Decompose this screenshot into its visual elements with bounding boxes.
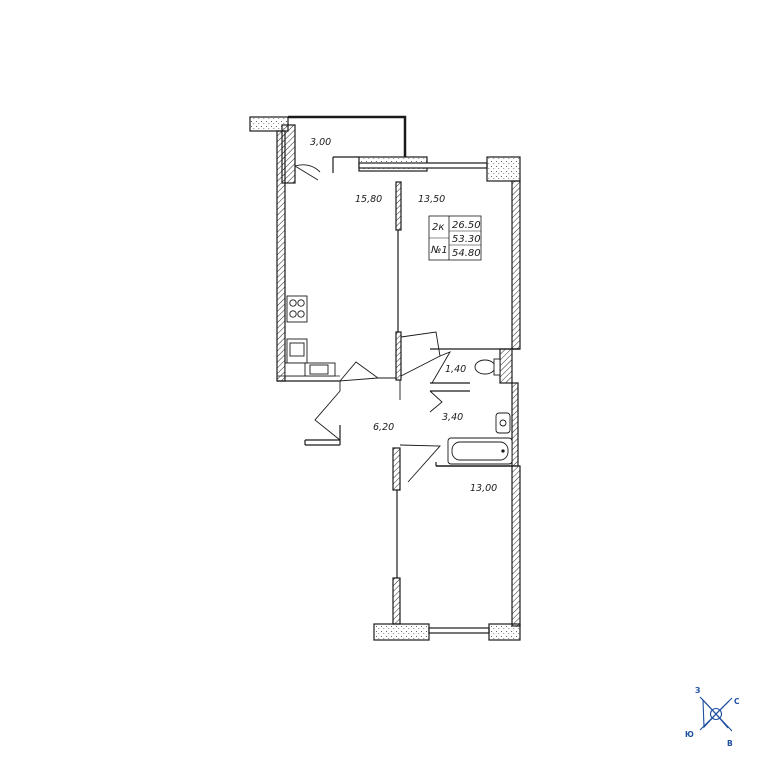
door-kitchen [338,361,380,382]
room-area-bedroom-north: 13,50 [418,194,445,205]
room-area-kitchen: 15,80 [355,194,382,205]
summary-number: №1 [430,245,448,256]
balcony-slab [249,116,289,132]
window-top-glass [358,162,488,169]
door-bedroom-north [400,331,441,377]
window-bottom-glass [428,627,490,634]
compass-east-label: С [734,697,740,706]
kitchen-counter [284,362,336,377]
room-labels: 3,00 15,80 13,50 1,40 6,20 3,40 13,00 [310,137,497,494]
summary-rooms-code: 2к [432,222,444,233]
bathroom-sink [495,412,511,434]
window-top-pier-2 [486,156,521,182]
door-bedroom-south [399,444,441,483]
wall-bedroom-south-left [392,447,401,491]
wall-right-upper [511,180,521,350]
wall-left-kitchen [276,130,286,382]
summary-total-with-balcony: 54.80 [452,248,481,259]
room-area-bedroom-south: 13,00 [470,483,497,494]
room-area-bathroom: 3,40 [442,412,463,423]
door-entrance [314,390,341,441]
summary-living-area: 26.50 [452,220,481,231]
wall-kitchen-bedroom [395,181,402,231]
bathtub [447,437,513,465]
wall-bedroom-south-right [511,465,521,627]
walls [249,115,521,641]
compass-north-label: З [695,686,700,695]
toilet-bowl [474,358,501,376]
door-balcony [294,164,321,181]
window-bottom-pier-2 [488,623,521,641]
doors [294,164,452,483]
compass-rose: З С Ю В [685,686,740,748]
balcony-railing [288,115,407,157]
stove [286,295,308,323]
wall-toilet-right [499,348,513,384]
room-area-toilet: 1,40 [445,364,466,375]
compass-south-label: В [727,739,733,748]
compass-west-label: Ю [685,730,694,739]
compass-icon [699,696,733,732]
kitchen-sink [286,338,308,364]
window-bottom-pier-1 [373,623,430,641]
apartment-summary: 2к 26.50 53.30 №1 54.80 [428,215,482,261]
door-bathroom [429,390,443,413]
room-area-balcony: 3,00 [310,137,331,148]
room-area-hall: 6,20 [373,422,394,433]
summary-total-area: 53.30 [452,234,481,245]
wall-bath-right [511,382,519,467]
door-toilet [431,351,452,384]
